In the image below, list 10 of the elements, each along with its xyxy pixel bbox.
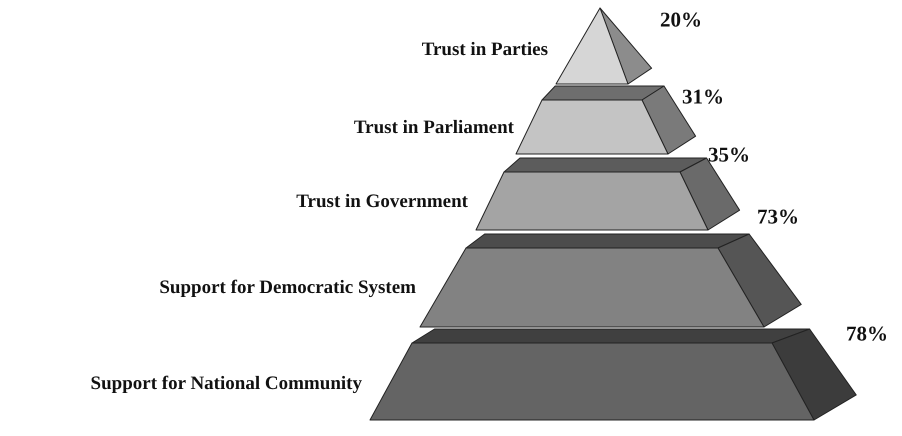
percentage-label: 35%	[708, 142, 750, 168]
tier-label: Trust in Government	[296, 191, 468, 213]
percentage-label: 31%	[682, 84, 724, 110]
percentage-label: 20%	[660, 8, 702, 32]
percentage-label: 73%	[757, 204, 799, 230]
percentage-label: 78%	[846, 322, 888, 346]
tier-label: Trust in Parliament	[354, 117, 514, 139]
tier-label: Support for National Community	[90, 373, 362, 395]
tier-label: Support for Democratic System	[159, 277, 416, 299]
tier-label: Trust in Parties	[422, 39, 548, 61]
